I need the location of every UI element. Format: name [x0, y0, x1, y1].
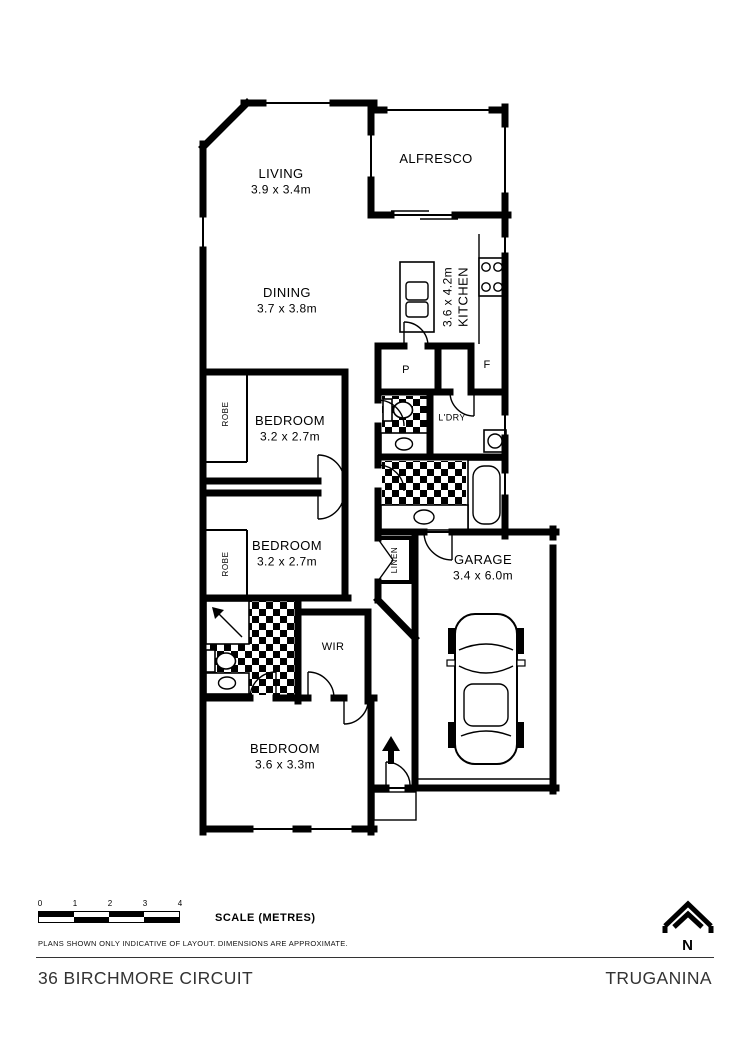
room-dims-kitchen: 3.6 x 4.2m: [440, 266, 455, 328]
door-swings: [249, 321, 475, 821]
scale-tick-2: 2: [107, 899, 113, 908]
room-label-fridge: F: [483, 359, 491, 372]
scale-tick-0: 0: [37, 899, 43, 908]
scale-bar: 0 1 2 3 4: [38, 899, 198, 923]
robe-label-top: ROBE: [221, 401, 230, 427]
room-dims-bedroom3: 3.2 x 2.7m: [256, 554, 318, 569]
room-label-alfresco: ALFRESCO: [399, 150, 473, 166]
room-label-garage: GARAGE: [453, 551, 513, 567]
room-label-living: LIVING: [258, 165, 304, 181]
north-arrow-icon: [662, 900, 714, 933]
room-dims-living: 3.9 x 3.4m: [250, 182, 312, 197]
room-label-kitchen: 3.6 x 4.2m KITCHEN: [440, 267, 471, 327]
room-label-laundry: L'DRY: [438, 412, 466, 423]
scale-bar-blocks: [38, 911, 180, 923]
room-label-bedroom2: BEDROOM: [255, 412, 325, 428]
room-label-pantry: P: [402, 364, 410, 377]
room-label-bedroom-main: BEDROOM: [250, 740, 320, 756]
entry-arrow-icon: [382, 736, 400, 764]
scale-tick-3: 3: [142, 899, 148, 908]
room-dims-bedroom-main: 3.6 x 3.3m: [254, 757, 316, 772]
footer-divider: [36, 957, 714, 958]
room-label-dining: DINING: [263, 284, 311, 300]
room-label-linen: LINEN: [390, 546, 399, 574]
scale-tick-4: 4: [177, 899, 183, 908]
room-label-wir: WIR: [321, 641, 345, 654]
disclaimer-text: PLANS SHOWN ONLY INDICATIVE OF LAYOUT. D…: [38, 939, 348, 948]
north-indicator: N: [660, 896, 716, 954]
walls-layer: [198, 98, 560, 836]
scale-tick-1: 1: [72, 899, 78, 908]
north-label: N: [682, 937, 694, 954]
robe-label-bottom: ROBE: [221, 551, 230, 577]
room-dims-bedroom2: 3.2 x 2.7m: [259, 429, 321, 444]
scale-ticks: 0 1 2 3 4: [38, 899, 198, 910]
room-label-bedroom3: BEDROOM: [252, 537, 322, 553]
room-dims-dining: 3.7 x 3.8m: [256, 301, 318, 316]
room-dims-garage: 3.4 x 6.0m: [452, 568, 514, 583]
property-address: 36 BIRCHMORE CIRCUIT: [38, 968, 254, 988]
car-icon: [446, 613, 526, 765]
property-suburb: TRUGANINA: [605, 968, 712, 988]
room-name-kitchen: KITCHEN: [455, 267, 471, 327]
scale-label: SCALE (METRES): [215, 912, 316, 924]
